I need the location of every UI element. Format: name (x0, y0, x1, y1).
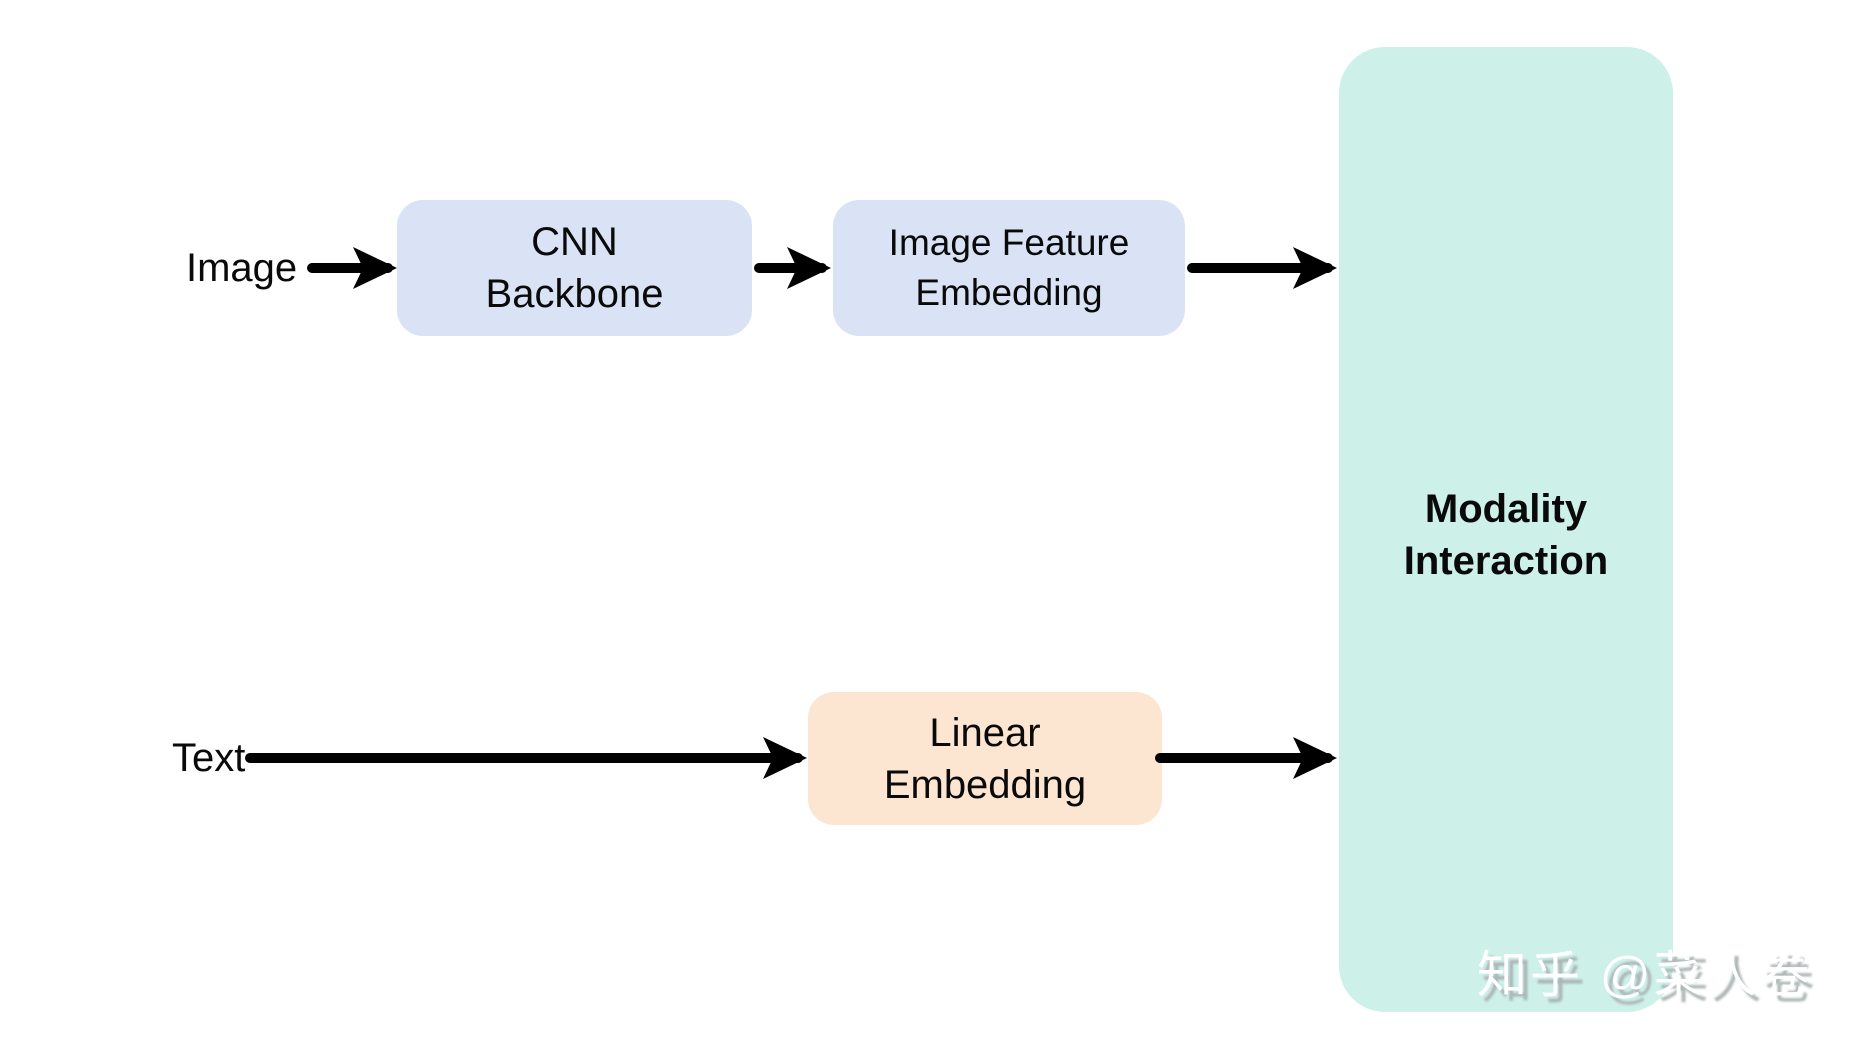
image-input-label: Image (186, 246, 298, 290)
watermark: 知乎 @菜人卷 (1477, 947, 1813, 1003)
text-input-label: Text (172, 736, 246, 780)
linear-embedding-node: Linear Embedding (808, 692, 1162, 825)
cnn-backbone-node: CNN Backbone (397, 200, 752, 336)
modality-interaction-node: Modality Interaction (1339, 47, 1673, 1012)
image-feature-embedding-node: Image Feature Embedding (833, 200, 1185, 336)
